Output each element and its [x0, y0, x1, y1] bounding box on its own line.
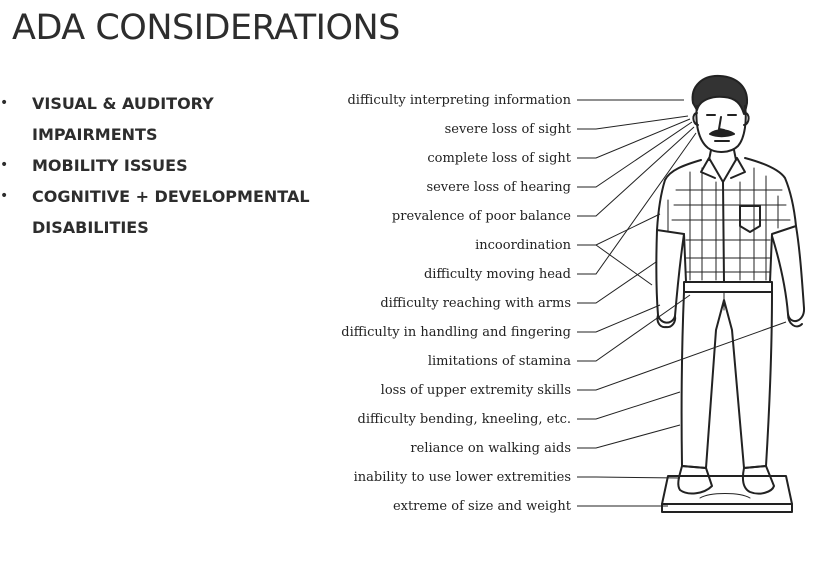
- label-severe-loss-of-hearing: severe loss of hearing: [426, 180, 571, 195]
- label-interpreting-information: difficulty interpreting information: [347, 93, 571, 108]
- label-handling-and-fingering: difficulty in handling and fingering: [341, 325, 571, 340]
- label-walking-aids: reliance on walking aids: [410, 441, 571, 456]
- leader-line: [577, 425, 680, 448]
- leader-line: [577, 119, 690, 158]
- scale-dial: [700, 494, 750, 499]
- label-poor-balance: prevalence of poor balance: [392, 209, 571, 224]
- label-reaching-with-arms: difficulty reaching with arms: [380, 296, 571, 311]
- mustache-shape: [710, 130, 734, 136]
- leader-line: [577, 305, 660, 332]
- pants-shape: [682, 292, 772, 468]
- belt-shape: [684, 282, 772, 292]
- pocket-shape: [740, 206, 760, 232]
- right-shoe-shape: [743, 466, 774, 494]
- label-limitations-of-stamina: limitations of stamina: [428, 354, 571, 369]
- leader-line: [577, 392, 680, 419]
- diagram-labels: difficulty interpreting information seve…: [341, 93, 571, 514]
- left-shoe-shape: [678, 466, 712, 493]
- leader-line: [577, 122, 692, 187]
- nose-shape: [719, 117, 724, 130]
- leader-line: [577, 477, 680, 478]
- leader-line: [577, 262, 656, 303]
- leader-line: [577, 295, 690, 361]
- label-severe-loss-of-sight: severe loss of sight: [445, 122, 572, 137]
- label-incoordination: incoordination: [475, 238, 571, 253]
- leader-line: [596, 245, 652, 285]
- collar-shape: [701, 158, 745, 182]
- hair-shape: [693, 76, 747, 114]
- leader-line: [577, 127, 694, 216]
- label-complete-loss-of-sight: complete loss of sight: [427, 151, 571, 166]
- label-moving-head: difficulty moving head: [424, 267, 571, 282]
- leader-line: [577, 214, 660, 245]
- right-arm-shape: [772, 226, 804, 321]
- label-lower-extremities: inability to use lower extremities: [354, 470, 571, 485]
- label-size-and-weight: extreme of size and weight: [393, 499, 572, 514]
- shirt-button-line: [723, 182, 724, 282]
- leader-line: [577, 133, 696, 274]
- scale-base-edge: [662, 504, 792, 512]
- label-upper-extremity-skills: loss of upper extremity skills: [381, 383, 571, 398]
- label-bending-kneeling: difficulty bending, kneeling, etc.: [358, 412, 571, 427]
